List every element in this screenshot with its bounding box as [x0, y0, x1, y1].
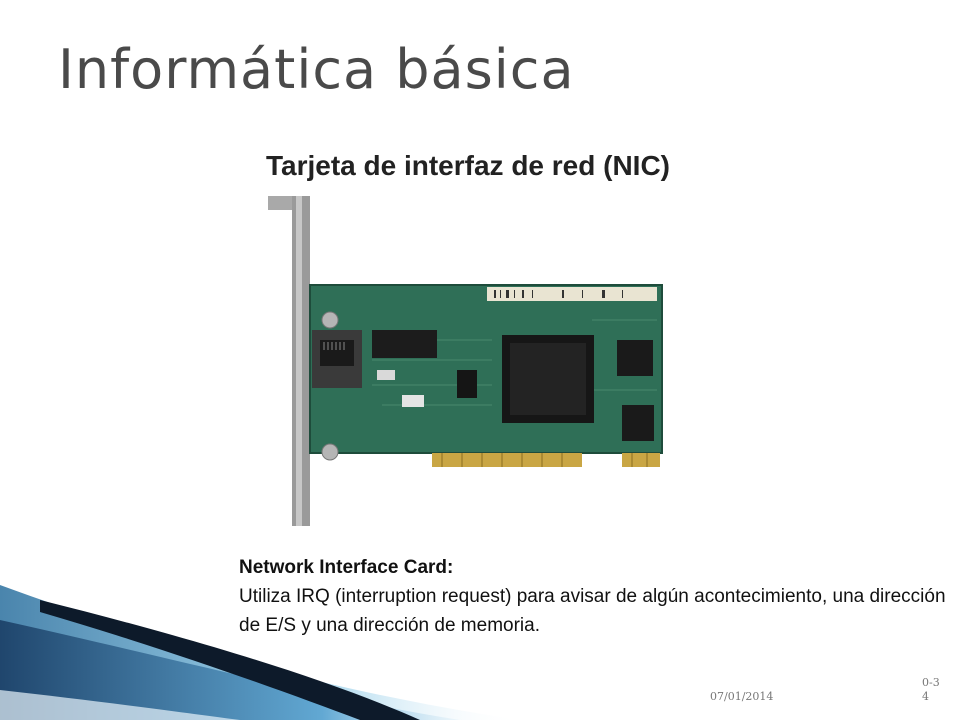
figure-heading: Tarjeta de interfaz de red (NIC): [266, 150, 671, 181]
screw-bottom: [321, 443, 339, 461]
caption-body: Utiliza IRQ (interruption request) para …: [239, 586, 946, 636]
footer-page-number: 0-34: [922, 676, 940, 703]
network-interface-card-image: [268, 196, 663, 526]
pci-edge-connector-short: [622, 453, 660, 467]
caption-heading: Network Interface Card:: [239, 557, 454, 578]
memory-chip: [622, 405, 654, 441]
slide-title: Informática básica: [58, 38, 575, 101]
pci-edge-connector: [432, 453, 582, 467]
barcode-label: [487, 287, 657, 301]
eeprom-chip: [617, 340, 653, 376]
screw-top: [321, 311, 339, 329]
footer-date: 07/01/2014: [710, 690, 774, 703]
pcb-board: [310, 285, 662, 453]
transformer-chip: [372, 330, 437, 358]
caption: Network Interface Card: Utiliza IRQ (int…: [239, 553, 949, 640]
